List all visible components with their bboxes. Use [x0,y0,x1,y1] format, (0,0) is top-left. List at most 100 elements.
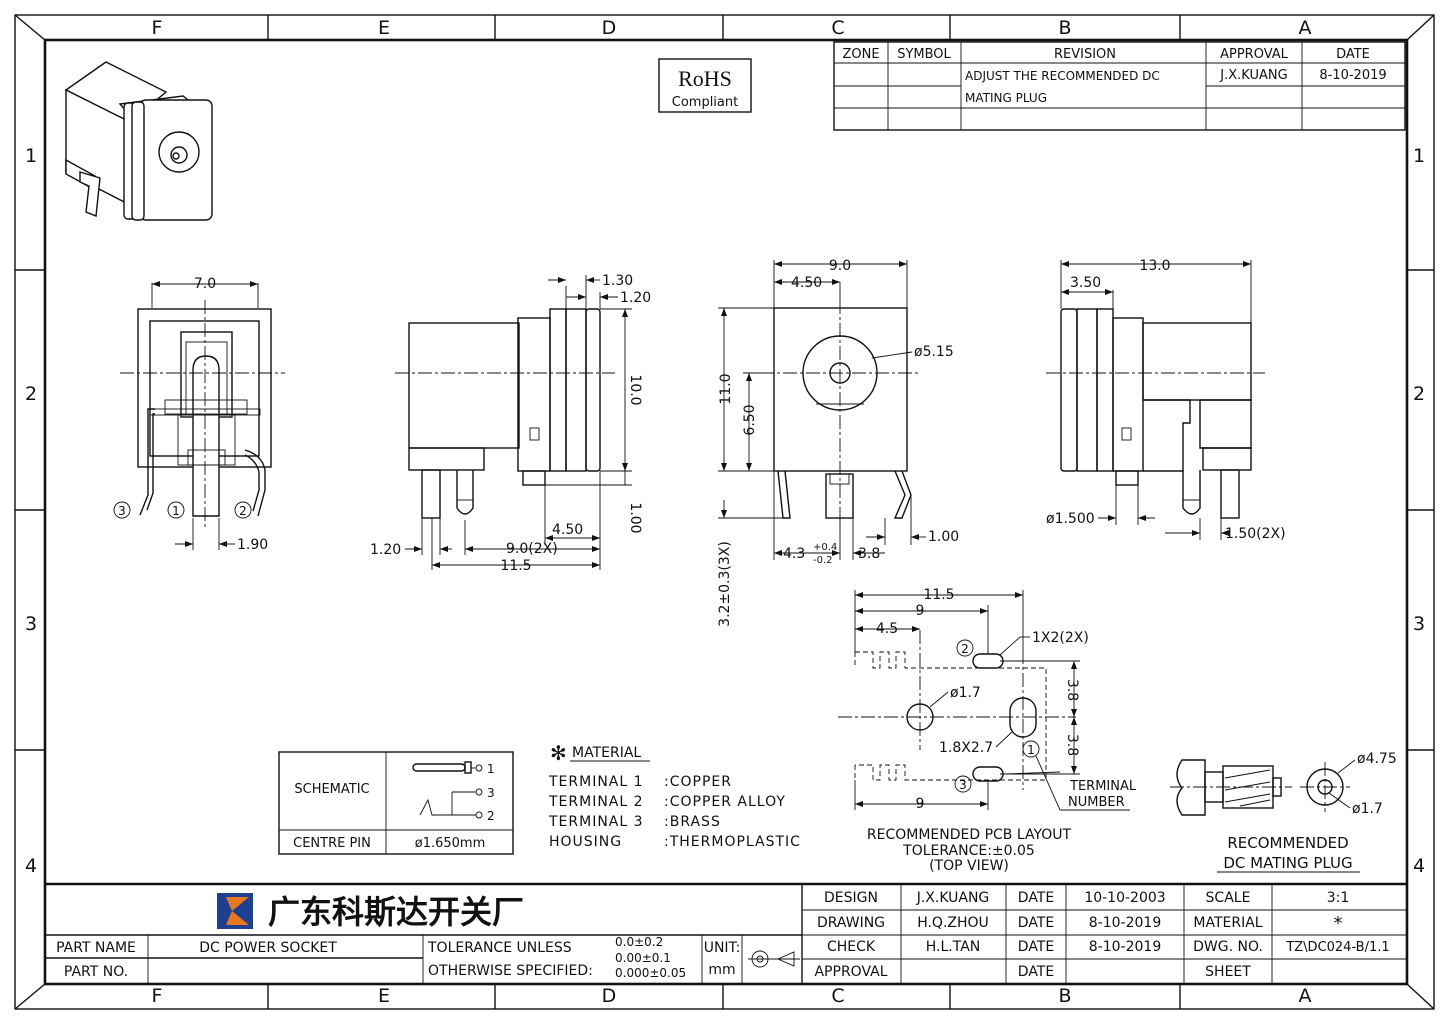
zone-row-1-left: 1 [25,145,37,167]
pcb-dim-38-b: 3.8 [1064,734,1080,756]
material-asterisk-icon: ✻ [550,741,567,765]
projection-symbol-icon [748,950,800,968]
pcb-caption-3: (TOP VIEW) [929,858,1009,874]
tol-value-3: 0.000±0.05 [615,966,686,980]
dim-rear-center: 6.50 [742,404,758,435]
zone-col-d-top: D [602,17,617,39]
rev-header-symbol: SYMBOL [897,47,951,62]
revision-table: ZONE SYMBOL REVISION APPROVAL DATE ADJUS… [833,41,1406,131]
zone-col-f-bottom: F [152,985,163,1007]
material-item-3-value: :BRASS [664,814,721,830]
check-date-label: DATE [1018,939,1054,955]
part-no-label: PART NO. [64,964,128,980]
schematic-pin-3: 3 [487,786,495,800]
isometric-view [64,61,213,221]
approval-label: APPROVAL [814,964,887,980]
material-item-4-name: HOUSING [549,834,622,850]
design-date-label: DATE [1018,890,1054,906]
zone-row-3-left: 3 [25,613,37,635]
drawing-by: H.Q.ZHOU [917,915,989,931]
mating-plug: ø4.75 ø1.7 RECOMMENDED DC MATING PLUG [1170,751,1397,873]
pcb-dim-45: 4.5 [876,621,898,637]
zone-col-e-top: E [378,17,390,39]
zone-row-3-right: 3 [1413,613,1425,635]
pcb-dim-hole: ø1.7 [950,685,981,701]
rev-header-revision: REVISION [1054,47,1116,62]
schematic-box: SCHEMATIC CENTRE PIN ø1.650mm 1 3 2 [278,751,514,855]
zone-col-b-top: B [1058,17,1071,39]
pcb-dim-9-bot: 9 [916,796,925,812]
dim-rear-pin-len: 3.2±0.3(3X) [717,541,733,627]
material-item-2-value: :COPPER ALLOY [664,794,786,810]
drawing-date: 8-10-2019 [1089,915,1161,931]
drawing-date-label: DATE [1018,915,1054,931]
rohs-stamp: RoHS Compliant [658,58,752,113]
zone-col-d-bottom: D [602,985,617,1007]
rohs-text: RoHS [678,66,732,91]
dim-rear-width: 9.0 [829,258,851,274]
material-title: MATERIAL [572,745,641,761]
unit-value: mm [708,962,735,978]
front-pin-label-3: 3 [118,504,126,518]
zone-row-4-right: 4 [1413,855,1425,877]
compliant-text: Compliant [672,95,738,110]
dim-rear-offset: 4.3 [783,546,805,562]
dim-rear-offset-sub: -0.2 [813,555,833,566]
material-item-4-value: :THERMOPLASTIC [664,834,801,850]
dim-front-pin: 1.90 [237,537,268,553]
pcb-num-1: 1 [1027,743,1035,757]
dim-side-height: 10.0 [627,374,643,405]
centre-pin-label: CENTRE PIN [293,836,371,851]
pcb-caption-2: TOLERANCE:±0.05 [902,843,1035,859]
zone-col-c-top: C [831,17,844,39]
rev-row1-date: 8-10-2019 [1319,68,1386,83]
material-item-1-value: :COPPER [664,774,732,790]
schematic-pin-2: 2 [487,809,495,823]
dim-rear-100: 1.00 [928,529,959,545]
zone-col-f-top: F [152,17,163,39]
rev-header-approval: APPROVAL [1220,47,1289,62]
check-by: H.L.TAN [926,939,981,955]
dim-side-450: 4.50 [552,522,583,538]
front-pin-label-1: 1 [172,504,180,518]
dwg-label: DWG. NO. [1193,939,1263,955]
zone-col-a-top: A [1299,17,1312,39]
dim-side-120-top: 1.20 [620,290,651,306]
terminal-label-2: NUMBER [1068,795,1125,810]
side-view: 1.30 1.20 10.0 1.00 4.50 1.20 9.0(2X) [370,273,651,574]
part-name-value: DC POWER SOCKET [199,940,337,956]
dim-rear-offset-sup: +0.4 [813,542,837,553]
material-item-3-name: TERMINAL 3 [548,814,644,830]
dim-side-120-bot: 1.20 [370,542,401,558]
plug-caption-2: DC MATING PLUG [1223,854,1352,872]
dim-right-length: 13.0 [1139,258,1170,274]
schematic-pin-1: 1 [487,762,495,776]
rev-row1-text1: ADJUST THE RECOMMENDED DC [965,69,1160,83]
plug-dim-inner: ø1.7 [1352,801,1383,817]
sheet-frame [14,14,1435,1010]
tolerance-line-1: TOLERANCE UNLESS [427,940,572,956]
tolerance-line-2: OTHERWISE SPECIFIED: [428,963,593,979]
company-name: 广东科斯达开关厂 [268,893,524,931]
zone-col-a-bottom: A [1299,985,1312,1007]
dim-side-pitch: 9.0(2X) [506,541,558,557]
dim-rear-38: 3.8 [858,546,880,562]
material-value: * [1334,913,1343,934]
rev-row1-text2: MATING PLUG [965,91,1047,105]
rear-view: 9.0 4.50 ø5.15 11.0 6.50 3.2±0.3(3X) 4.3… [717,258,959,627]
check-label: CHECK [827,939,876,955]
dim-right-350: 3.50 [1070,275,1101,291]
scale-value: 3:1 [1327,890,1350,906]
dim-side-130: 1.30 [602,273,633,289]
tol-value-1: 0.0±0.2 [615,935,663,949]
zone-row-2-right: 2 [1413,383,1425,405]
pcb-dim-115: 11.5 [923,587,954,603]
design-by: J.X.KUANG [916,890,990,906]
zone-row-2-left: 2 [25,383,37,405]
centre-pin-value: ø1.650mm [415,836,486,851]
front-pin-label-2: 2 [239,504,247,518]
zone-col-b-bottom: B [1058,985,1071,1007]
dim-front-width: 7.0 [194,276,216,292]
zone-col-c-bottom: C [831,985,844,1007]
